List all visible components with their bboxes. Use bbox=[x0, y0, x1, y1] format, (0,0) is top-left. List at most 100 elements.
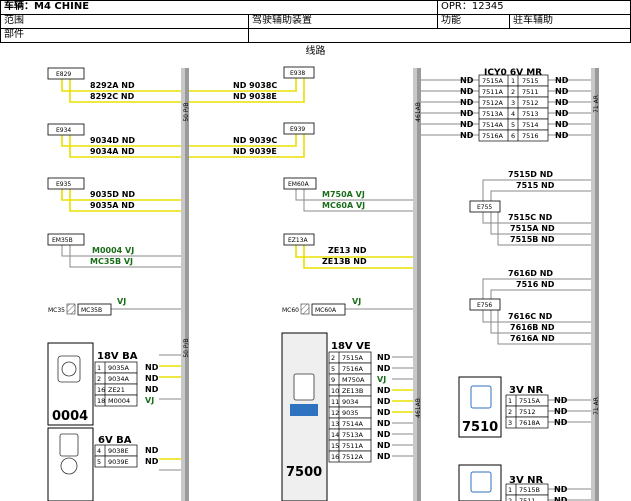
cbr-wire: 7511 bbox=[519, 497, 536, 501]
harness-bars: 50 P/B 50 P/B 461AB 461AB 71 AR 71 AR bbox=[181, 68, 600, 501]
instrument-panel-icon bbox=[57, 355, 81, 383]
c7500-wire: 7511A bbox=[342, 442, 364, 450]
label-mc60a: MC60A VJ bbox=[322, 201, 365, 210]
label-vj-mc35: VJ bbox=[117, 297, 126, 306]
wire-7616c bbox=[482, 310, 591, 323]
header-table: 车辆：M4 CHINE OPR：12345 范围 驾驶辅助装置 功能 驻车辅助 … bbox=[0, 0, 631, 44]
label-ze13b: ZE13B ND bbox=[322, 257, 367, 266]
label-9034d: 9034D ND bbox=[90, 136, 135, 145]
yellow-wires bbox=[61, 78, 413, 460]
conn-e756-label: E756 bbox=[477, 302, 492, 309]
wire-m750a bbox=[295, 189, 413, 201]
label-7515b: 7515B ND bbox=[510, 235, 555, 244]
c7510-color: ND bbox=[554, 396, 568, 405]
label-7515: 7515 ND bbox=[516, 181, 555, 190]
component-bottom-right-conn: 3V NR bbox=[509, 475, 544, 486]
c0004-wire: 9034A bbox=[108, 375, 130, 383]
c0004-pin: 18 bbox=[97, 397, 105, 405]
c7510-wire: 7618A bbox=[519, 419, 541, 427]
conn-e934-label: E934 bbox=[56, 127, 71, 134]
icy0-right-col: ND bbox=[555, 76, 569, 85]
c7500-pin: 9 bbox=[331, 376, 335, 384]
c7500-color: ND bbox=[377, 386, 391, 395]
conn-mc60a-label: MC60A bbox=[315, 307, 337, 314]
conn-e938 bbox=[283, 66, 315, 79]
conn-ez13a-label: EZ13A bbox=[288, 237, 309, 244]
label-9035a: 9035A ND bbox=[90, 201, 135, 210]
cbottom-wire: 9038E bbox=[108, 447, 129, 455]
label-7515c: 7515C ND bbox=[508, 213, 553, 222]
wire-7616a bbox=[497, 310, 591, 345]
icy0-header: ICY0 6V MR bbox=[484, 68, 542, 78]
function-value: 驻车辅助 bbox=[509, 14, 631, 29]
c7500-pin: 12 bbox=[331, 409, 339, 417]
conn-em60a-label: EM60A bbox=[288, 181, 310, 188]
c0004-pin: 2 bbox=[97, 375, 101, 383]
c7510-row bbox=[505, 416, 549, 429]
c7500-color: ND bbox=[377, 353, 391, 362]
wire-ze13 bbox=[295, 245, 413, 258]
c0004-pin: 1 bbox=[97, 364, 101, 372]
wire-7515b bbox=[497, 212, 591, 246]
c0004-color: ND bbox=[145, 385, 159, 394]
label-7515a: 7515A ND bbox=[510, 224, 555, 233]
label-9034a: 9034A ND bbox=[90, 147, 135, 156]
icy0-pin: 2 bbox=[511, 88, 515, 96]
label-9039e: ND 9039E bbox=[233, 147, 277, 156]
harness-bar-middle-shade bbox=[413, 68, 417, 501]
c7500-color: ND bbox=[377, 419, 391, 428]
vehicle-cell: 车辆：M4 CHINE bbox=[0, 0, 438, 15]
icy0-left-col: ND bbox=[460, 120, 474, 129]
c0004-wire: ZE21 bbox=[108, 386, 125, 394]
cbottom-color: ND bbox=[145, 457, 159, 466]
c0004-wire: M0004 bbox=[108, 397, 130, 405]
c7500-row bbox=[328, 450, 372, 463]
cbr-wire: 7515B bbox=[519, 486, 540, 494]
cbottom-color: ND bbox=[145, 446, 159, 455]
icy0-pin: 6 bbox=[511, 132, 515, 140]
c0004-row bbox=[94, 394, 138, 407]
bar-label-50pb-top: 50 P/B bbox=[183, 102, 190, 121]
component-7510-conn: 3V NR bbox=[509, 385, 544, 396]
module-icon bbox=[59, 433, 79, 457]
label-8292c: 8292C ND bbox=[90, 92, 135, 101]
label-9038e: ND 9038E bbox=[233, 92, 277, 101]
conn-em35b bbox=[47, 233, 85, 246]
scope-label: 范围 bbox=[0, 14, 249, 29]
label-mc35b: MC35B VJ bbox=[90, 257, 133, 266]
label-7515d: 7515D ND bbox=[508, 170, 553, 179]
icy0-pin: 1 bbox=[511, 77, 515, 85]
icy0-wire: 7516A bbox=[482, 132, 504, 140]
icy0-right-col: ND bbox=[555, 87, 569, 96]
c7500-wire: 7514A bbox=[342, 420, 364, 428]
label-9038c: ND 9038C bbox=[233, 81, 277, 90]
conn-e755-label: E755 bbox=[477, 204, 492, 211]
component-7510-number: 7510 bbox=[462, 420, 498, 435]
conn-e938-label: E938 bbox=[290, 70, 305, 77]
wire-9035d bbox=[61, 189, 181, 201]
cbr-color: ND bbox=[554, 485, 568, 494]
c7500-pin: 2 bbox=[331, 354, 335, 362]
c7500-pin: 11 bbox=[331, 398, 339, 406]
harness-bar-left-shade bbox=[181, 68, 185, 501]
cbottom-pin: 4 bbox=[97, 447, 101, 455]
label-9035d: 9035D ND bbox=[90, 190, 135, 199]
wire-mc60a bbox=[303, 189, 413, 212]
shield-mc35-label: MC35 bbox=[48, 307, 65, 314]
icy0-pin: 3 bbox=[511, 99, 515, 107]
c0004-color: ND bbox=[145, 363, 159, 372]
conn-mc60a bbox=[311, 303, 346, 316]
wire-7515a bbox=[490, 212, 591, 235]
section-title: 线路 bbox=[305, 46, 326, 57]
c7500-pin: 16 bbox=[331, 453, 339, 461]
icy0-right-col: ND bbox=[555, 98, 569, 107]
icy0-right-col: ND bbox=[555, 131, 569, 140]
c7500-pin: 15 bbox=[331, 442, 339, 450]
c0004-color: ND bbox=[145, 374, 159, 383]
icy0-right-col: ND bbox=[555, 120, 569, 129]
bar-label-50pb-bottom: 50 P/B bbox=[183, 338, 190, 357]
